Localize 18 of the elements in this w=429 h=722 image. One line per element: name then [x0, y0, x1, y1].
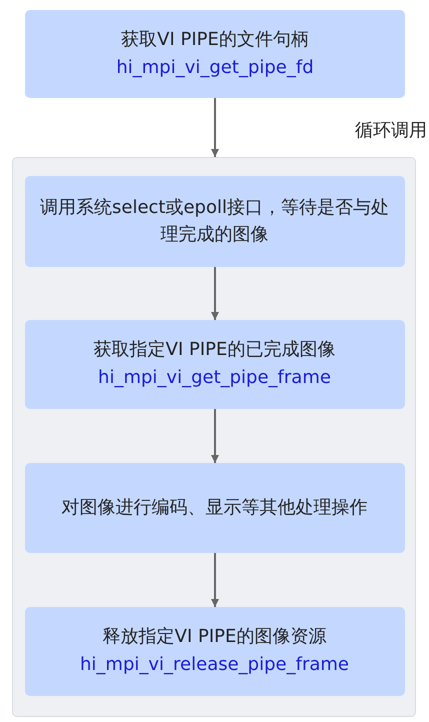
panel-heading: 循环调用	[355, 119, 427, 142]
process-box	[24, 320, 404, 408]
process-box	[24, 462, 404, 552]
process-box	[24, 176, 404, 266]
arrow	[211, 98, 219, 157]
arrow	[211, 267, 219, 320]
step-text: 释放指定VI PIPE的图像资源	[102, 624, 326, 648]
function-name: hi_mpi_vi_get_pipe_frame	[98, 366, 331, 390]
step-text: 获取指定VI PIPE的已完成图像	[94, 338, 336, 362]
process-box	[25, 10, 405, 98]
function-name: hi_mpi_vi_get_pipe_fd	[116, 56, 314, 80]
step-text: 获取VI PIPE的文件句柄	[121, 28, 309, 52]
step-text: 调用系统select或epoll接口，等待是否与处理完成的图像	[39, 196, 390, 247]
function-name: hi_mpi_vi_release_pipe_frame	[80, 652, 349, 676]
step-text: 对图像进行编码、显示等其他处理操作	[62, 496, 368, 520]
arrow	[211, 553, 219, 607]
arrow	[211, 409, 219, 463]
process-box	[24, 606, 404, 696]
